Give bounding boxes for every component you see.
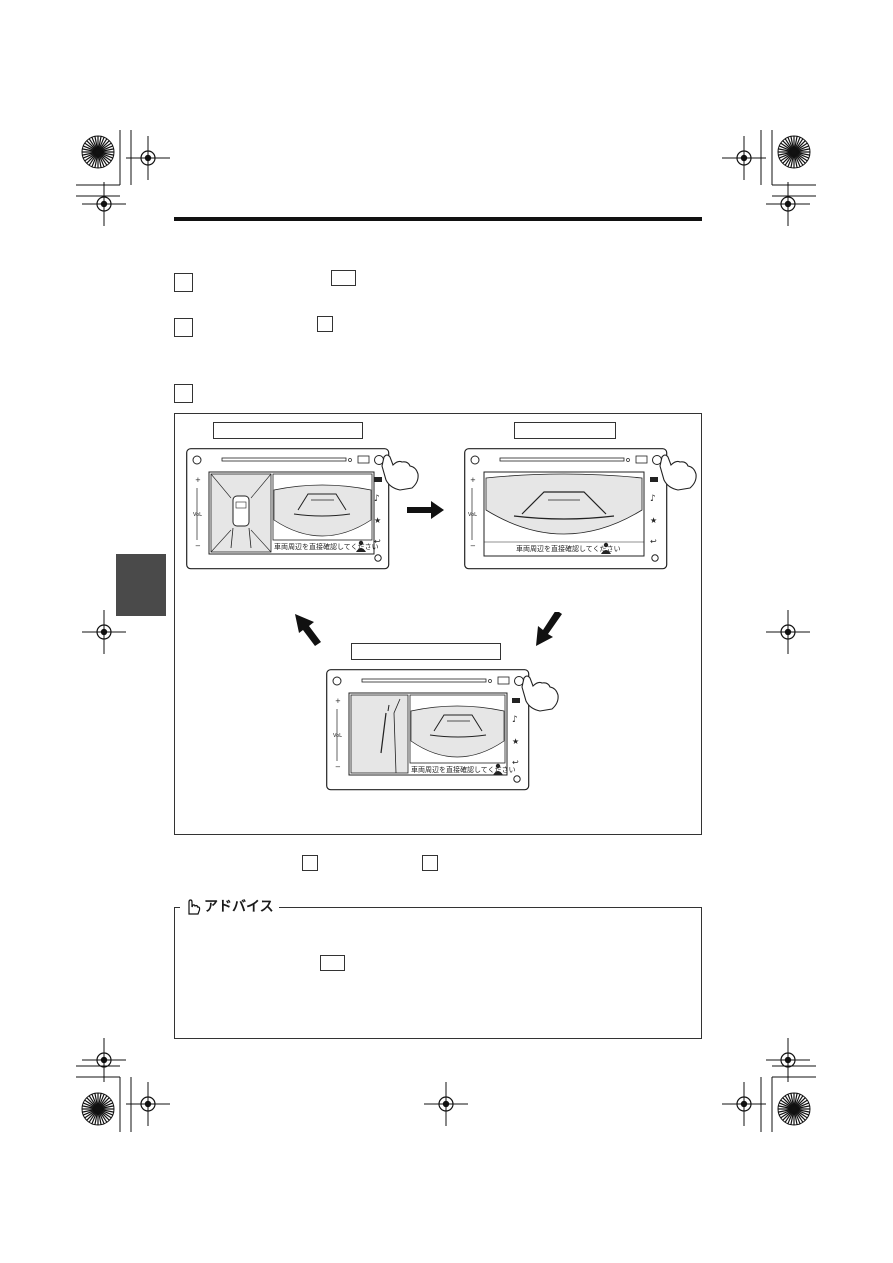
arrow-up-left <box>295 614 321 646</box>
mode-label-split-side <box>351 643 501 660</box>
svg-text:−: − <box>470 542 476 550</box>
back-icon: ↩ <box>650 537 657 546</box>
mode-label-wide <box>514 422 616 439</box>
star-icon: ★ <box>512 737 519 746</box>
svg-text:+: + <box>195 476 201 484</box>
svg-text:−: − <box>335 763 341 771</box>
star-icon: ★ <box>374 516 381 525</box>
advice-title-text: アドバイス <box>204 899 274 915</box>
step-1-box <box>174 273 193 292</box>
power-knob-icon <box>470 455 480 465</box>
pointing-hand-icon <box>188 899 201 915</box>
pointing-hand-icon <box>659 454 697 491</box>
person-icon <box>495 763 501 769</box>
header-rule <box>174 217 702 221</box>
music-icon: ♪ <box>512 715 518 725</box>
key-box-4 <box>422 855 438 871</box>
step-2-box <box>174 318 193 337</box>
eject-button-icon <box>635 455 648 464</box>
pointing-hand-icon <box>521 675 559 712</box>
menu-grid-icon <box>650 477 658 482</box>
gear-icon <box>374 554 382 562</box>
screen-caption: 車両周辺を直接確認してください <box>516 544 621 553</box>
music-icon: ♪ <box>374 494 380 504</box>
screen-split-side: 車両周辺を直接確認してください + VoL − ♪ ★ ↩ <box>326 669 559 791</box>
menu-grid-icon <box>374 477 382 482</box>
arrow-down-left <box>536 612 562 646</box>
gear-icon <box>651 554 659 562</box>
chapter-tab <box>116 554 166 616</box>
eject-button-icon <box>357 455 370 464</box>
step-3-box <box>174 384 193 403</box>
advice-title: アドバイス <box>180 897 279 917</box>
screen-caption: 車両周辺を直接確認してください <box>274 542 379 551</box>
back-icon: ↩ <box>374 537 381 546</box>
power-knob-icon <box>332 676 342 686</box>
svg-text:+: + <box>335 697 341 705</box>
illustration-frame <box>174 413 702 835</box>
gear-icon <box>513 775 521 783</box>
svg-text:+: + <box>470 476 476 484</box>
key-box-1 <box>331 270 356 286</box>
screen-caption: 車両周辺を直接確認してください <box>411 765 516 774</box>
pointing-hand-icon <box>381 454 419 491</box>
advice-panel <box>174 907 702 1039</box>
mode-label-split-overhead <box>213 422 363 439</box>
arrow-right <box>407 501 444 519</box>
person-icon <box>603 542 609 548</box>
star-icon: ★ <box>650 516 657 525</box>
svg-text:VoL: VoL <box>193 512 202 518</box>
menu-grid-icon <box>512 698 520 703</box>
car-top-icon <box>232 495 250 527</box>
svg-text:VoL: VoL <box>468 512 477 518</box>
key-box-5 <box>320 955 345 971</box>
power-knob-icon <box>192 455 202 465</box>
person-icon <box>358 540 364 546</box>
screen-wide: 車両周辺を直接確認してください + VoL − ♪ ★ ↩ <box>464 448 697 570</box>
svg-text:−: − <box>195 542 201 550</box>
svg-text:VoL: VoL <box>333 733 342 739</box>
music-icon: ♪ <box>650 494 656 504</box>
key-box-2 <box>317 316 333 332</box>
screen-split-top: 車両周辺を直接確認してください + VoL − ♪ ★ ↩ <box>186 448 419 570</box>
key-box-3 <box>302 855 318 871</box>
back-icon: ↩ <box>512 758 519 767</box>
eject-button-icon <box>497 676 510 685</box>
